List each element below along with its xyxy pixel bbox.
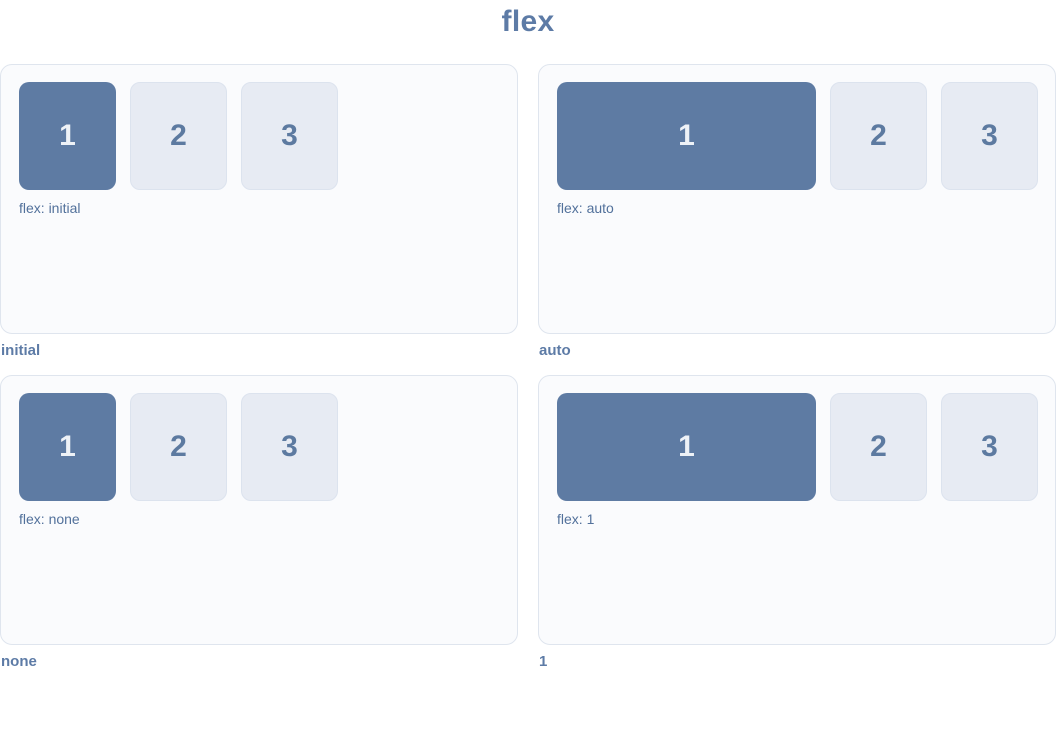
flex-item-3: 3 [241, 82, 338, 190]
panel-label: none [1, 653, 37, 670]
demo-cell-1: 1 2 3 flex: 1 1 [538, 375, 1056, 686]
flex-item-1: 1 [19, 393, 116, 501]
demo-cell-initial: 1 2 3 flex: initial initial [0, 64, 518, 375]
demo-panel-auto: 1 2 3 flex: auto [538, 64, 1056, 334]
flex-item-3: 3 [941, 82, 1038, 190]
panel-caption: flex: initial [19, 200, 81, 216]
flex-item-3: 3 [941, 393, 1038, 501]
flex-item-1: 1 [19, 82, 116, 190]
demo-grid: 1 2 3 flex: initial initial 1 2 3 flex: … [0, 64, 1056, 686]
flex-container: 1 2 3 [557, 393, 1038, 501]
panel-label: 1 [539, 653, 548, 670]
flex-container: 1 2 3 [557, 82, 1038, 190]
flex-item-2: 2 [130, 393, 227, 501]
panel-label: initial [1, 342, 41, 359]
flex-item-1: 1 [557, 82, 816, 190]
flex-item-2: 2 [830, 82, 927, 190]
flex-item-2: 2 [130, 82, 227, 190]
flex-container: 1 2 3 [19, 393, 500, 501]
page-title: flex [501, 5, 555, 38]
demo-panel-1: 1 2 3 flex: 1 [538, 375, 1056, 645]
demo-cell-none: 1 2 3 flex: none none [0, 375, 518, 686]
panel-label: auto [539, 342, 571, 359]
flex-item-1: 1 [557, 393, 816, 501]
demo-cell-auto: 1 2 3 flex: auto auto [538, 64, 1056, 375]
flex-item-2: 2 [830, 393, 927, 501]
panel-caption: flex: none [19, 511, 80, 527]
demo-panel-initial: 1 2 3 flex: initial [0, 64, 518, 334]
flex-container: 1 2 3 [19, 82, 500, 190]
panel-caption: flex: auto [557, 200, 614, 216]
panel-caption: flex: 1 [557, 511, 595, 527]
demo-panel-none: 1 2 3 flex: none [0, 375, 518, 645]
flex-item-3: 3 [241, 393, 338, 501]
